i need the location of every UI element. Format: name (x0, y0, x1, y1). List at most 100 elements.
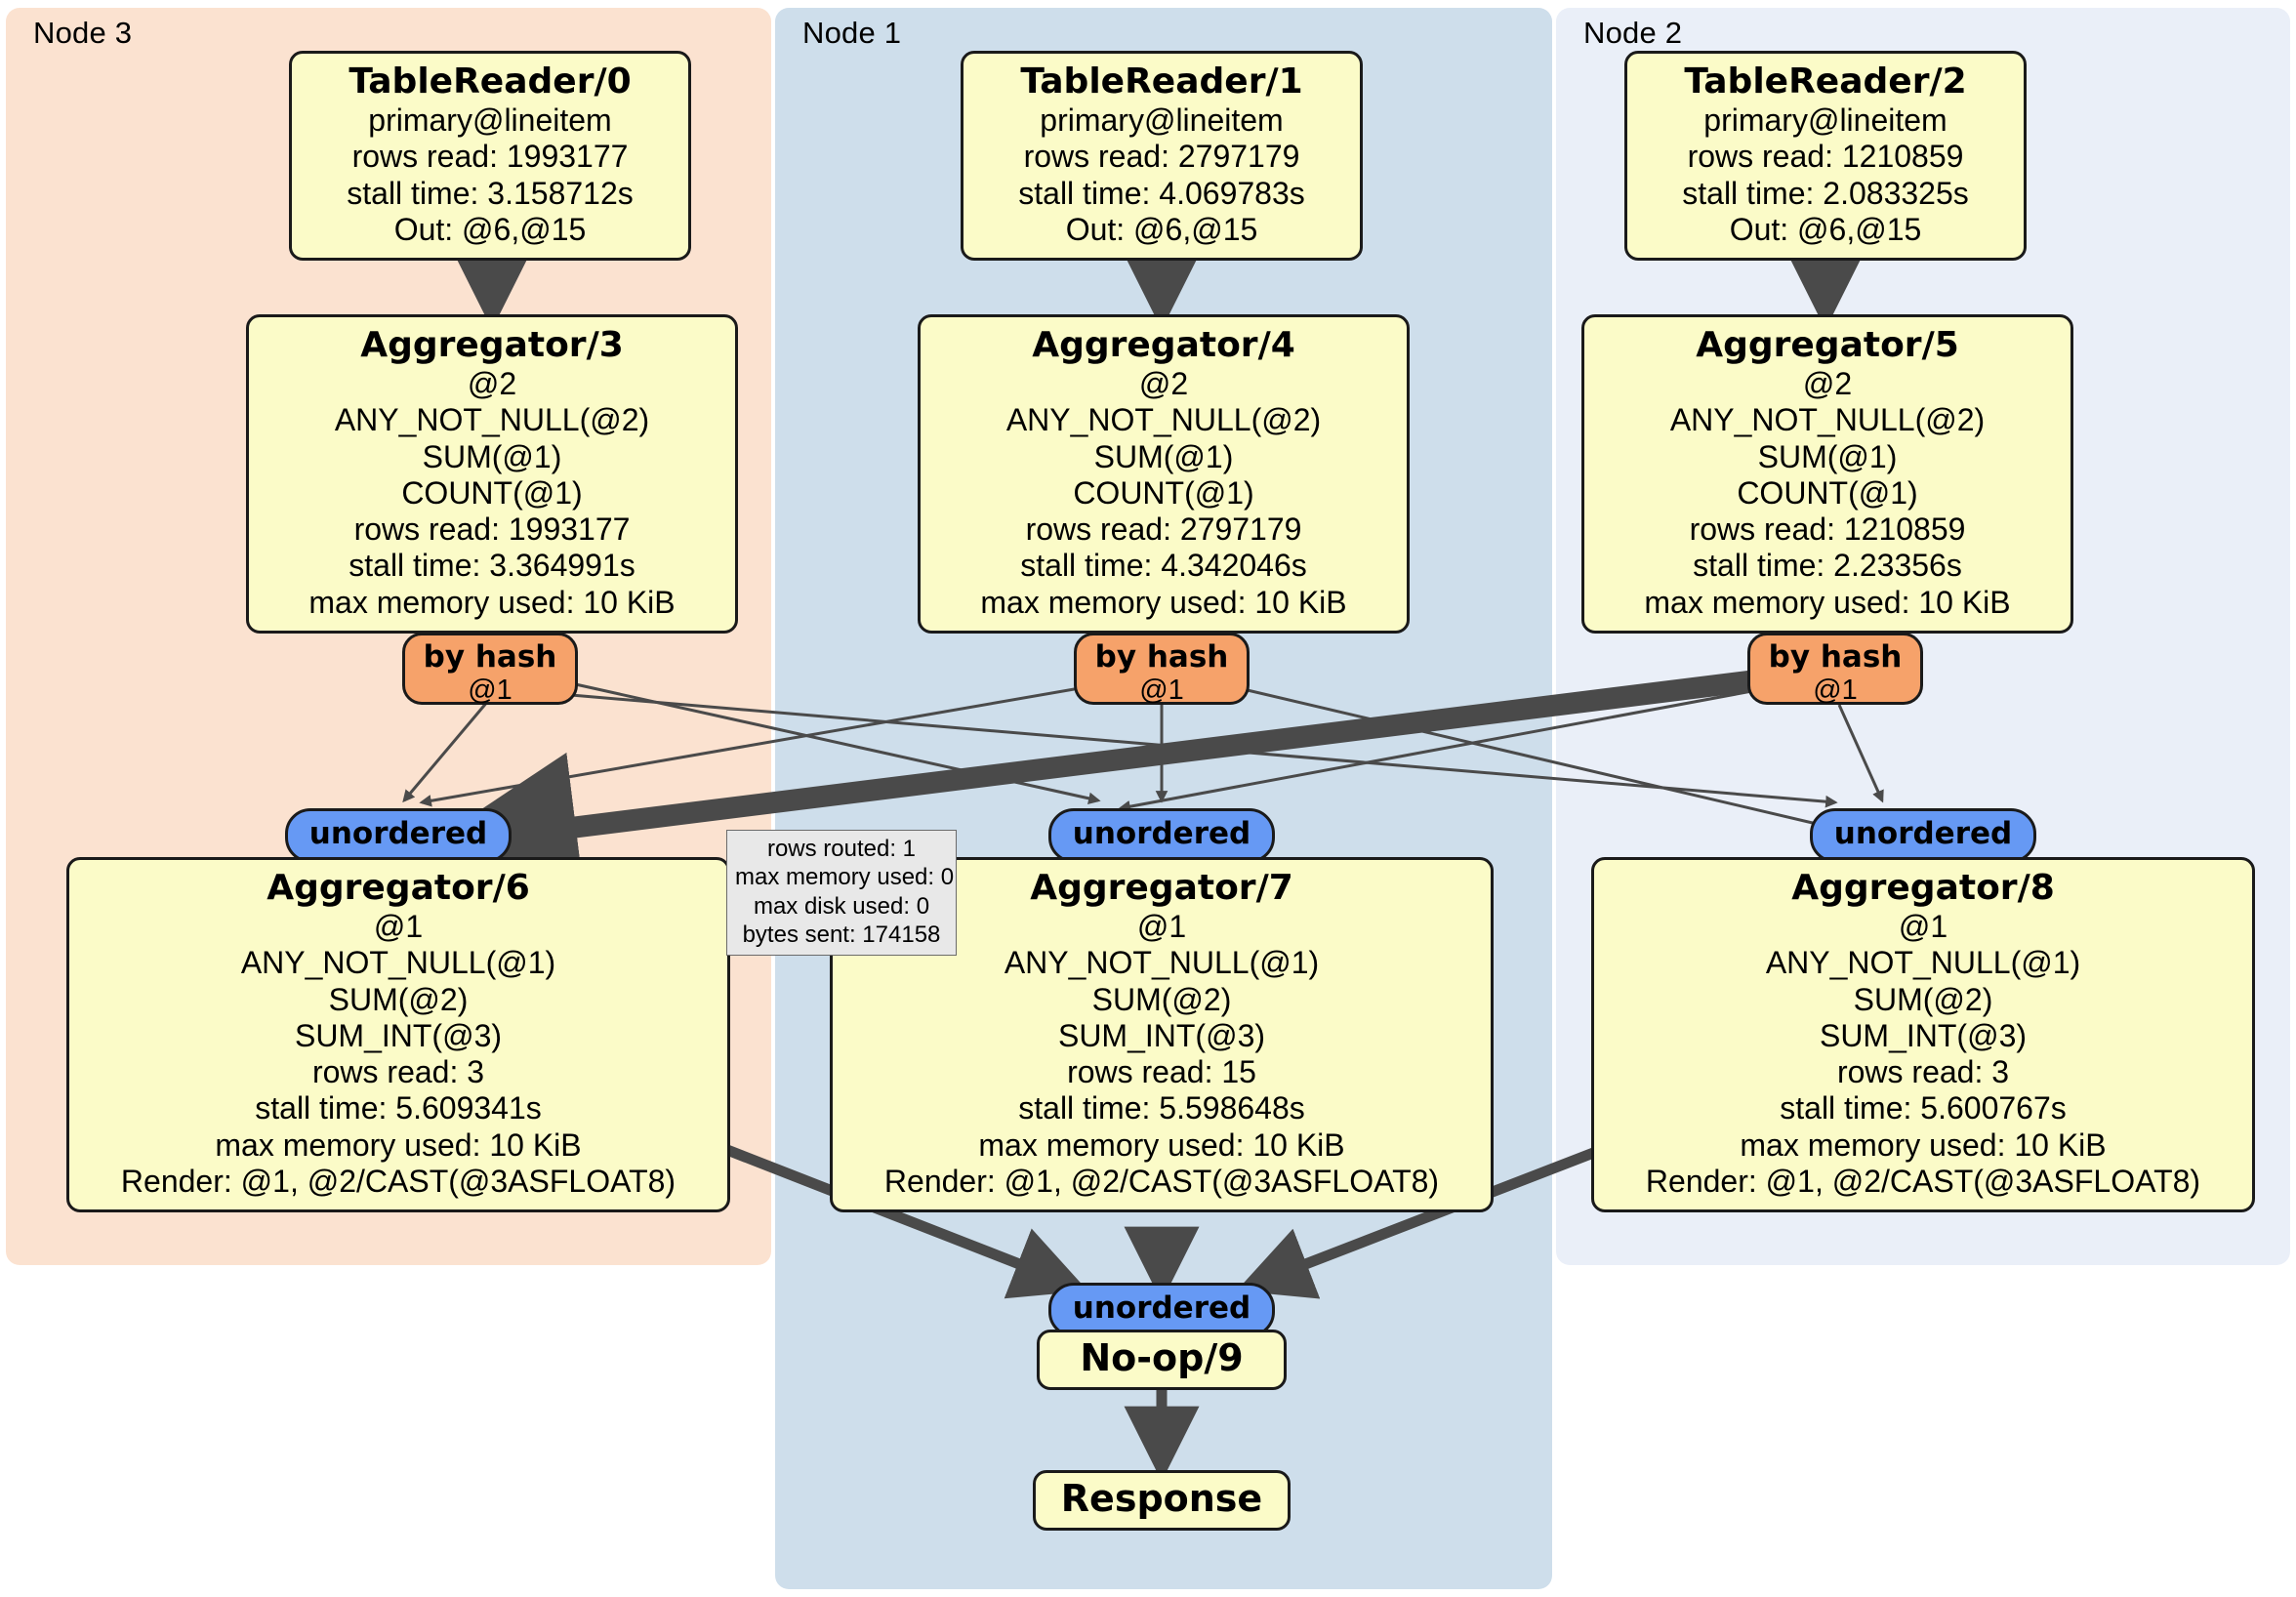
operator-detail: SUM(@1) (422, 438, 562, 474)
router-by-hash-4[interactable]: by hash @1 (1074, 633, 1250, 706)
operator-table-reader-2[interactable]: TableReader/2 primary@lineitem rows read… (1624, 51, 2027, 262)
operator-detail: ANY_NOT_NULL(@2) (1669, 402, 1986, 438)
node-group-label-node1: Node 1 (802, 16, 902, 50)
edge-stats-tooltip: rows routed: 1 max memory used: 0 max di… (726, 830, 957, 957)
router-label: unordered (1072, 1290, 1251, 1326)
operator-detail: COUNT(@1) (1073, 474, 1254, 511)
operator-detail: max memory used: 10 KiB (978, 1126, 1345, 1163)
router-column: @1 (1813, 674, 1858, 706)
operator-detail: SUM(@2) (1853, 981, 1993, 1017)
operator-detail: @1 (373, 909, 424, 945)
operator-aggregator-4[interactable]: Aggregator/4 @2 ANY_NOT_NULL(@2) SUM(@1)… (918, 314, 1410, 634)
operator-detail: ANY_NOT_NULL(@2) (1005, 402, 1322, 438)
operator-detail: ANY_NOT_NULL(@1) (1004, 945, 1320, 981)
operator-detail: max memory used: 10 KiB (1740, 1126, 2107, 1163)
operator-detail: stall time: 4.342046s (1020, 548, 1307, 584)
operator-title: TableReader/1 (1020, 61, 1303, 102)
operator-title: Response (1060, 1477, 1263, 1520)
operator-detail: stall time: 5.598648s (1018, 1090, 1305, 1126)
operator-detail: rows read: 3 (1836, 1054, 2010, 1090)
operator-aggregator-5[interactable]: Aggregator/5 @2 ANY_NOT_NULL(@2) SUM(@1)… (1581, 314, 2073, 634)
operator-detail: stall time: 5.609341s (255, 1090, 542, 1126)
operator-detail: rows read: 2797179 (1023, 139, 1300, 175)
operator-detail: @1 (1898, 909, 1948, 945)
operator-detail: max memory used: 10 KiB (1644, 584, 2011, 620)
tooltip-line: max memory used: 0 (735, 864, 955, 891)
operator-detail: SUM(@2) (1091, 981, 1232, 1017)
operator-detail: rows read: 2797179 (1025, 512, 1302, 548)
router-label: by hash (423, 639, 557, 675)
operator-title: Aggregator/5 (1696, 325, 1959, 365)
router-by-hash-5[interactable]: by hash @1 (1747, 633, 1923, 706)
operator-title: Aggregator/7 (1030, 868, 1293, 908)
operator-detail: @2 (1138, 366, 1189, 402)
operator-detail: SUM(@2) (328, 981, 469, 1017)
operator-detail: stall time: 4.069783s (1018, 175, 1305, 211)
operator-noop-9[interactable]: No-op/9 (1037, 1330, 1287, 1390)
operator-detail: @1 (1136, 909, 1187, 945)
operator-detail: rows read: 1993177 (351, 139, 629, 175)
operator-detail: SUM(@1) (1757, 438, 1898, 474)
operator-detail: COUNT(@1) (1737, 474, 1918, 511)
operator-detail: stall time: 5.600767s (1780, 1090, 2067, 1126)
operator-detail: SUM_INT(@3) (1819, 1017, 2028, 1053)
operator-detail: stall time: 2.23356s (1693, 548, 1962, 584)
operator-detail: Render: @1, @2/CAST(@3ASFLOAT8) (120, 1163, 676, 1199)
operator-detail: ANY_NOT_NULL(@2) (334, 402, 650, 438)
tooltip-line: bytes sent: 174158 (742, 921, 941, 948)
operator-detail: rows read: 3 (311, 1054, 485, 1090)
router-column: @1 (1139, 674, 1184, 706)
operator-aggregator-6[interactable]: Aggregator/6 @1 ANY_NOT_NULL(@1) SUM(@2)… (66, 857, 730, 1213)
node-group-label-node3: Node 3 (33, 16, 133, 50)
operator-title: TableReader/0 (348, 61, 632, 102)
operator-aggregator-8[interactable]: Aggregator/8 @1 ANY_NOT_NULL(@1) SUM(@2)… (1591, 857, 2255, 1213)
operator-detail: stall time: 2.083325s (1682, 175, 1969, 211)
operator-detail: primary@lineitem (368, 102, 612, 139)
operator-detail: @2 (467, 366, 517, 402)
router-unordered-7[interactable]: unordered (1048, 808, 1275, 863)
operator-detail: stall time: 3.364991s (348, 548, 636, 584)
operator-detail: Render: @1, @2/CAST(@3ASFLOAT8) (883, 1163, 1440, 1199)
operator-detail: rows read: 15 (1067, 1054, 1256, 1090)
operator-detail: Out: @6,@15 (393, 211, 587, 247)
operator-detail: COUNT(@1) (401, 474, 583, 511)
operator-detail: ANY_NOT_NULL(@1) (240, 945, 556, 981)
operator-detail: rows read: 1993177 (353, 512, 631, 548)
operator-detail: max memory used: 10 KiB (308, 584, 676, 620)
operator-detail: stall time: 3.158712s (347, 175, 634, 211)
operator-title: TableReader/2 (1684, 61, 1967, 102)
operator-detail: rows read: 1210859 (1689, 512, 1966, 548)
router-label: by hash (1768, 639, 1903, 675)
operator-detail: SUM_INT(@3) (1057, 1017, 1266, 1053)
router-label: by hash (1094, 639, 1229, 675)
operator-aggregator-3[interactable]: Aggregator/3 @2 ANY_NOT_NULL(@2) SUM(@1)… (246, 314, 738, 634)
router-label: unordered (308, 816, 488, 851)
operator-response[interactable]: Response (1033, 1470, 1291, 1531)
node-group-label-node2: Node 2 (1583, 16, 1683, 50)
operator-detail: ANY_NOT_NULL(@1) (1765, 945, 2081, 981)
operator-title: Aggregator/8 (1791, 868, 2055, 908)
router-unordered-8[interactable]: unordered (1810, 808, 2036, 863)
operator-detail: Render: @1, @2/CAST(@3ASFLOAT8) (1645, 1163, 2201, 1199)
operator-detail: SUM_INT(@3) (294, 1017, 503, 1053)
operator-detail: Out: @6,@15 (1065, 211, 1258, 247)
operator-title: Aggregator/6 (266, 868, 530, 908)
operator-detail: primary@lineitem (1040, 102, 1284, 139)
router-unordered-6[interactable]: unordered (285, 808, 512, 863)
operator-detail: Out: @6,@15 (1729, 211, 1922, 247)
operator-detail: SUM(@1) (1093, 438, 1234, 474)
operator-detail: @2 (1802, 366, 1853, 402)
operator-title: Aggregator/3 (360, 325, 624, 365)
router-column: @1 (468, 674, 512, 706)
router-by-hash-3[interactable]: by hash @1 (402, 633, 578, 706)
router-unordered-9[interactable]: unordered (1048, 1283, 1275, 1337)
operator-title: No-op/9 (1080, 1336, 1244, 1379)
operator-detail: max memory used: 10 KiB (980, 584, 1347, 620)
operator-detail: rows read: 1210859 (1687, 139, 1964, 175)
operator-table-reader-0[interactable]: TableReader/0 primary@lineitem rows read… (289, 51, 691, 262)
operator-aggregator-7[interactable]: Aggregator/7 @1 ANY_NOT_NULL(@1) SUM(@2)… (830, 857, 1494, 1213)
router-label: unordered (1833, 816, 2013, 851)
operator-detail: max memory used: 10 KiB (215, 1126, 582, 1163)
operator-table-reader-1[interactable]: TableReader/1 primary@lineitem rows read… (961, 51, 1363, 262)
